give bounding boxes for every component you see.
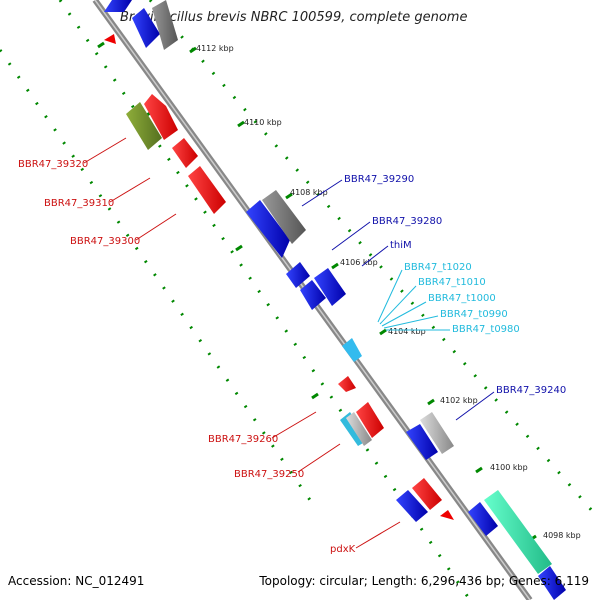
gene-label-bbr47-t1010[interactable]: BBR47_t1010 [418,277,486,288]
gene-reverse[interactable] [172,138,198,168]
gene-label-bbr47-39240[interactable]: BBR47_39240 [496,385,566,396]
gene-label-bbr47-t1020[interactable]: BBR47_t1020 [404,262,472,273]
gene-forward[interactable] [468,502,498,536]
gene-pseudo[interactable] [152,0,178,50]
kbp-label: 4108 kbp [290,188,328,197]
trna-cluster[interactable] [342,338,362,362]
gene-reverse[interactable] [144,94,178,140]
gene-forward[interactable] [286,262,310,288]
gene-pseudo[interactable] [420,412,454,454]
gene-label-thim[interactable]: thiM [390,240,412,251]
kbp-label: 4098 kbp [543,531,581,540]
gene-reverse[interactable] [104,34,116,44]
gene-teal[interactable] [484,490,552,574]
gene-pseudo[interactable] [346,412,372,446]
gene-label-bbr47-t1000[interactable]: BBR47_t1000 [428,293,496,304]
gene-label-bbr47-39290[interactable]: BBR47_39290 [344,174,414,185]
gene-forward[interactable] [314,268,346,306]
kbp-label: 4100 kbp [490,463,528,472]
gene-olive[interactable] [126,102,162,150]
gene-label-bbr47-39260[interactable]: BBR47_39260 [208,434,278,445]
gene-reverse[interactable] [412,478,442,510]
gene-label-pdxk[interactable]: pdxK [330,544,356,555]
leader-lines-blue [301,179,495,421]
gene-label-bbr47-39320[interactable]: BBR47_39320 [18,159,88,170]
gene-label-bbr47-39250[interactable]: BBR47_39250 [234,469,304,480]
gene-label-bbr47-39300[interactable]: BBR47_39300 [70,236,140,247]
gene-reverse[interactable] [440,510,454,520]
leader-lines-cyan [377,269,450,331]
kbp-label: 4112 kbp [196,44,234,53]
tick-track-far-inner [0,49,312,501]
accession-text: Accession: NC_012491 [8,574,145,588]
genome-summary-text: Topology: circular; Length: 6,296,436 bp… [259,574,589,588]
gene-forward[interactable] [104,0,132,12]
gene-label-bbr47-39310[interactable]: BBR47_39310 [44,198,114,209]
gene-reverse[interactable] [338,376,356,392]
kbp-label: 4106 kbp [340,258,378,267]
gene-label-bbr47-t0990[interactable]: BBR47_t0990 [440,309,508,320]
kbp-label: 4102 kbp [440,396,478,405]
gene-forward[interactable] [396,490,428,522]
gene-pseudo[interactable] [262,190,306,244]
gene-forward[interactable] [132,8,160,48]
gene-label-bbr47-39280[interactable]: BBR47_39280 [372,216,442,227]
kbp-label: 4104 kbp [388,327,426,336]
gene-forward[interactable] [300,280,326,310]
gene-forward[interactable] [406,424,438,460]
gene-reverse[interactable] [188,166,226,214]
gene-forward[interactable] [246,200,290,258]
gene-reverse[interactable] [356,402,384,438]
leader-lines-red [83,137,401,549]
kbp-label: 4110 kbp [244,118,282,127]
gene-forward[interactable] [538,566,566,600]
gene-label-bbr47-t0980[interactable]: BBR47_t0980 [452,324,520,335]
map-title: Brevibacillus brevis NBRC 100599, comple… [120,10,468,25]
